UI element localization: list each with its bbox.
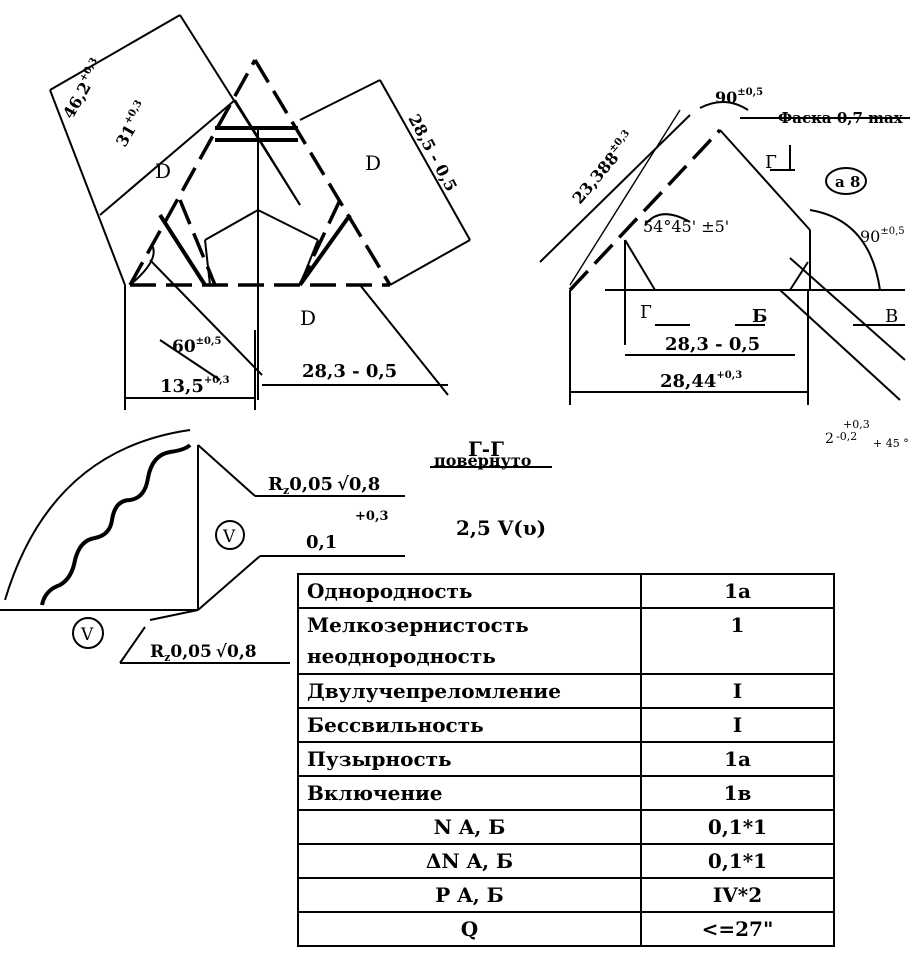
- property-value: 0,1*1: [640, 843, 835, 879]
- property-name: Однородность: [297, 573, 642, 609]
- section-mark-top: Г: [765, 152, 777, 173]
- angle-60: 60±0,5: [172, 336, 221, 357]
- property-value: 1a: [640, 573, 835, 609]
- label-v: В: [885, 306, 898, 327]
- property-name: N A, Б: [297, 809, 642, 845]
- label-d-bottom: D: [300, 306, 316, 330]
- property-value: I: [640, 707, 835, 743]
- right-view: [539, 101, 910, 405]
- roughness-tol: +0,3: [355, 509, 389, 524]
- symbol-v-upper: V: [222, 527, 236, 547]
- dim-inner-side: 31+0,3: [111, 98, 152, 150]
- section-title: Г-Г: [468, 437, 504, 461]
- table-row: Однородность 1a: [297, 573, 835, 609]
- table-row: P A, Б IV*2: [297, 877, 835, 913]
- quality-value: 2,5 V(υ): [456, 516, 546, 540]
- property-value: <=27": [640, 911, 835, 947]
- property-name: ΔN A, Б: [297, 843, 642, 879]
- property-value: 0,1*1: [640, 809, 835, 845]
- dim-slant: 23,388±0,3: [568, 128, 639, 208]
- property-name: P A, Б: [297, 877, 642, 913]
- table-row: Двулучепреломление I: [297, 673, 835, 709]
- table-row: N A, Б 0,1*1: [297, 809, 835, 845]
- symbol-v-lower: V: [80, 625, 94, 645]
- section-subtitle: повернуто: [434, 451, 532, 470]
- value-01: 0,1: [306, 532, 337, 553]
- angle-apex: 54°45' ±5': [643, 217, 729, 236]
- tol-base: 2: [825, 431, 834, 447]
- table-row: Пузырность 1a: [297, 741, 835, 777]
- dim-outer: 28,44+0,3: [660, 370, 742, 392]
- property-value: 1a: [640, 741, 835, 777]
- property-name: Бессвильность: [297, 707, 642, 743]
- property-value: I: [640, 673, 835, 709]
- property-name: Двулучепреломление: [297, 673, 642, 709]
- property-name: Q: [297, 911, 642, 947]
- angle-top: 90±0,5: [715, 87, 763, 107]
- section-view: [0, 429, 552, 664]
- section-mark-bottom: Г: [640, 302, 652, 323]
- dim-overall-side: 46,2+0,3: [58, 56, 108, 122]
- circle-label: a 8: [835, 173, 860, 191]
- roughness-bottom: Rz0,05√0,8: [150, 642, 257, 664]
- dim-inner: 28,3 - 0,5: [665, 334, 760, 355]
- property-value: 1: [640, 607, 835, 675]
- table-row: Мелкозернистость неоднородность 1: [297, 607, 835, 675]
- label-b: Б: [752, 306, 767, 327]
- tol-angle: + 45 °: [873, 437, 909, 450]
- table-row: Q <=27": [297, 911, 835, 947]
- properties-table: Однородность 1a Мелкозернистость неоднор…: [297, 573, 835, 947]
- tol-minus: -0,2: [836, 430, 857, 443]
- property-value: 1в: [640, 775, 835, 811]
- dim-bottom-right: 28,3 - 0,5: [302, 361, 397, 382]
- label-d-left: D: [155, 159, 171, 183]
- table-row: Включение 1в: [297, 775, 835, 811]
- tol-plus: +0,3: [843, 418, 870, 431]
- property-name: Мелкозернистость неоднородность: [297, 607, 642, 675]
- dim-right-side: 28,5 - 0,5: [404, 111, 460, 195]
- table-row: ΔN A, Б 0,1*1: [297, 843, 835, 879]
- angle-right: 90±0,5: [860, 226, 905, 246]
- property-value: IV*2: [640, 877, 835, 913]
- dim-bottom-left: 13,5+0,3: [160, 375, 230, 397]
- roughness-top: Rz0,05√0,8: [268, 474, 380, 497]
- table-row: Бессвильность I: [297, 707, 835, 743]
- label-d-right: D: [365, 151, 381, 175]
- property-name: Включение: [297, 775, 642, 811]
- property-name: Пузырность: [297, 741, 642, 777]
- chamfer-label: Фаска 0,7 max: [778, 109, 904, 127]
- left-view: [49, 14, 471, 410]
